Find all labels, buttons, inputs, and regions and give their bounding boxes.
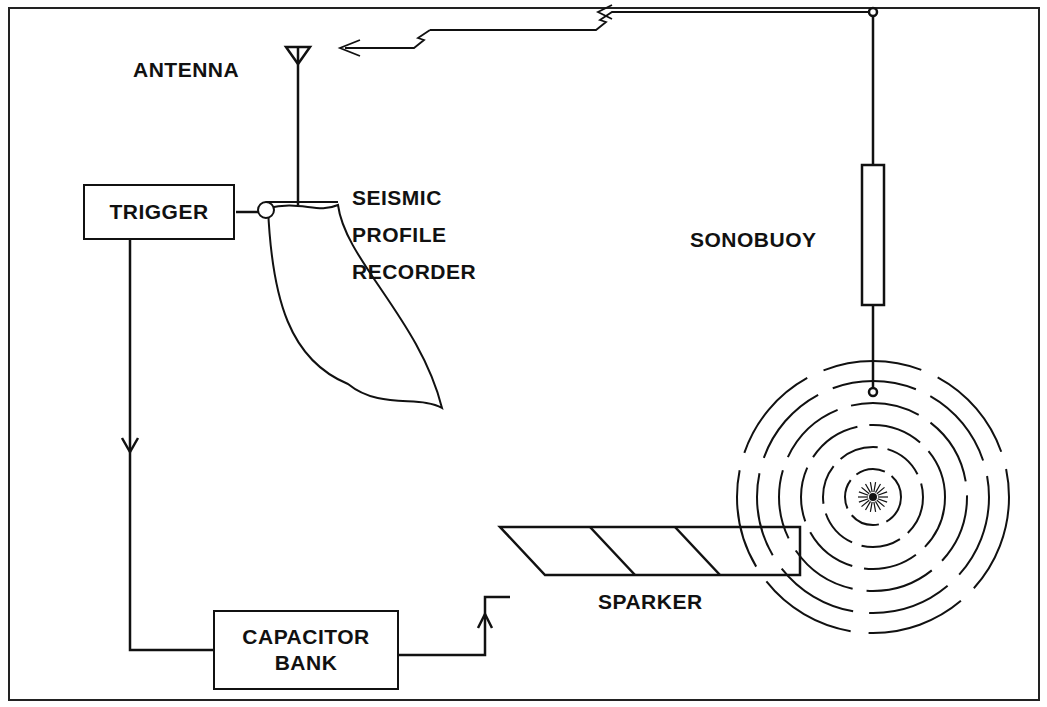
part-name: SPARKER (598, 584, 748, 621)
radio-link (340, 5, 873, 56)
sonobuoy-symbol (862, 8, 884, 396)
sparker-symbol (500, 527, 800, 575)
part-name: SEISMIC PROFILE RECORDER (352, 180, 502, 290)
part-name: SONOBUOY (690, 222, 855, 259)
signal-line (122, 240, 213, 650)
part-name: ANTENNA (133, 52, 293, 89)
antenna-symbol (286, 47, 310, 205)
process-box: TRIGGER (83, 184, 235, 240)
box-label: TRIGGER (109, 199, 208, 225)
sparker-feed-wire (391, 597, 510, 655)
frame (9, 8, 1039, 700)
box-label: CAPACITOR BANK (231, 624, 381, 677)
process-box: CAPACITOR BANK (213, 610, 399, 690)
trigger-wire (236, 211, 258, 214)
shock-waves (737, 361, 1009, 633)
